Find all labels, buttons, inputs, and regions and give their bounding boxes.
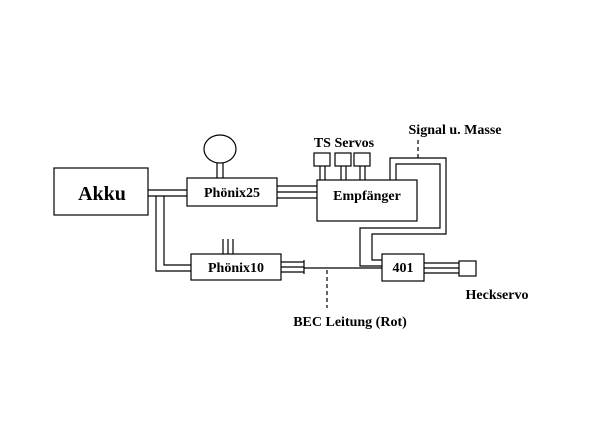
phoenix25-label: Phönix25 — [204, 186, 260, 201]
heckservo-icon — [458, 260, 477, 277]
gyro-401-box — [381, 253, 425, 282]
gyro-401-label: 401 — [393, 261, 414, 276]
akku-box — [53, 167, 149, 216]
bec-leitung-label: BEC Leitung (Rot) — [293, 315, 407, 330]
heckservo-label: Heckservo — [466, 288, 529, 303]
akku-to-phoenix10-wire-a — [155, 196, 191, 272]
empfaenger-label: Empfänger — [333, 189, 401, 204]
ts-servo-1-icon — [313, 152, 331, 167]
ts-servo-3-icon — [353, 152, 371, 167]
ts-servos-label: TS Servos — [314, 136, 375, 151]
phoenix25-box — [186, 177, 278, 207]
signal-masse-label: Signal u. Masse — [409, 123, 502, 138]
motor-icon — [203, 134, 237, 164]
signal-loop-inner — [359, 163, 441, 267]
akku-to-phoenix10-wire-b — [163, 196, 191, 266]
phoenix10-label: Phönix10 — [208, 261, 264, 276]
akku-label: Akku — [78, 183, 126, 205]
signal-loop-outer — [371, 157, 447, 261]
empfaenger-box — [316, 179, 418, 222]
ts-servo-2-icon — [334, 152, 352, 167]
